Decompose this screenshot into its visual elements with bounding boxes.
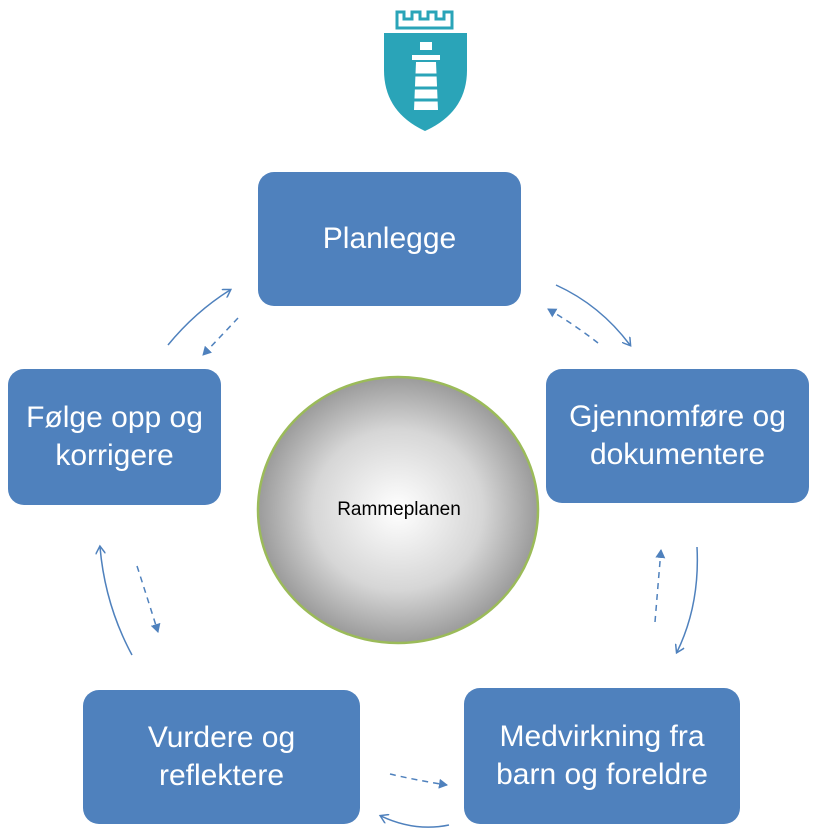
dashed-arrow-folg-to-vur (136, 565, 161, 633)
dashed-arrow-gjen-to-plan (547, 308, 599, 344)
step-planlegge: Planlegge (258, 172, 521, 306)
center-label: Rammeplanen (337, 499, 461, 520)
dashed-arrow-vur-to-med (389, 773, 448, 789)
arrow-vur-to-folg (100, 547, 133, 656)
arrow-med-to-vur (381, 816, 450, 828)
arrow-folg-to-plan (167, 290, 230, 346)
step-gjennomfore: Gjennomføre og dokumentere (546, 369, 809, 503)
step-medvirkning: Medvirkning fra barn og foreldre (464, 688, 740, 824)
dashed-arrow-plan-to-folg (202, 317, 239, 356)
step-vurdere: Vurdere og reflektere (83, 690, 360, 824)
lighthouse-logo-icon (384, 10, 467, 131)
center-circle (256, 375, 540, 645)
arrow-plan-to-gjen (555, 284, 630, 345)
dashed-arrow-med-to-gjen (654, 549, 666, 623)
step-folge-opp: Følge opp og korrigere (8, 369, 221, 505)
arrow-gjen-to-med (677, 546, 699, 652)
